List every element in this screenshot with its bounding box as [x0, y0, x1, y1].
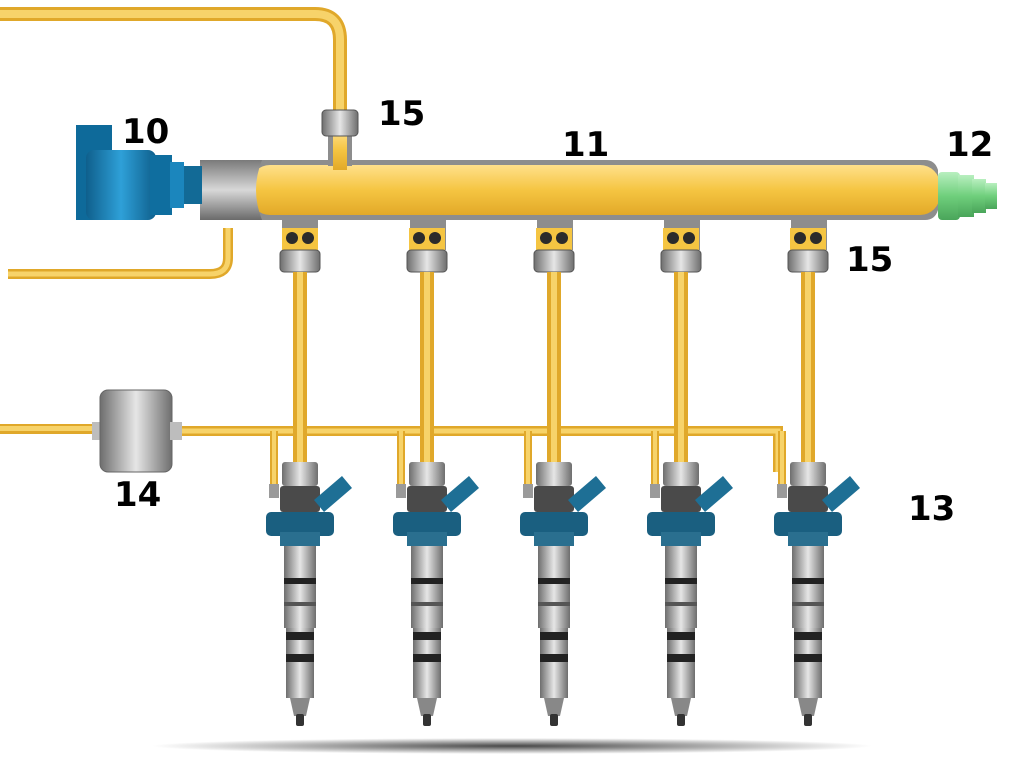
- seal-ring: [429, 232, 441, 244]
- injector-clamp: [520, 512, 588, 536]
- callout-12: 12: [946, 125, 993, 165]
- seal-ring: [794, 232, 806, 244]
- callout-11: 11: [562, 125, 609, 165]
- seal-ring: [413, 232, 425, 244]
- seal-ring: [667, 232, 679, 244]
- injector-clamp: [774, 512, 842, 536]
- ground-shadow: [152, 738, 872, 754]
- callout-15-right: 15: [846, 240, 893, 280]
- injector-connector: [822, 476, 860, 512]
- outlet-fitting: [406, 249, 448, 273]
- seal-ring: [683, 232, 695, 244]
- callout-15-top: 15: [378, 94, 425, 134]
- supply-fitting: [321, 109, 359, 137]
- seal-ring: [810, 232, 822, 244]
- seal-ring: [286, 232, 298, 244]
- injector: [266, 228, 352, 726]
- injector-nozzle: [798, 698, 818, 716]
- injector-clamp: [393, 512, 461, 536]
- outlet-fitting: [660, 249, 702, 273]
- seal-ring: [302, 232, 314, 244]
- callout-13: 13: [908, 489, 955, 529]
- fuel-filter: [0, 389, 182, 473]
- injector-clamp: [266, 512, 334, 536]
- injector-nozzle: [290, 698, 310, 716]
- callout-10: 10: [122, 112, 169, 152]
- sensor-housing: [200, 160, 262, 220]
- injector: [520, 228, 606, 726]
- return-line: [8, 228, 233, 279]
- injector: [393, 228, 479, 726]
- outlet-fitting: [279, 249, 321, 273]
- pressure-sensor: [76, 125, 202, 220]
- injector-nozzle: [544, 698, 564, 716]
- outlet-fitting: [787, 249, 829, 273]
- supply-line: [0, 6, 347, 112]
- injector-connector: [568, 476, 606, 512]
- injector-group: [266, 228, 860, 726]
- injector-connector: [314, 476, 352, 512]
- injector-clamp: [647, 512, 715, 536]
- injector-connector: [695, 476, 733, 512]
- injector-nozzle: [671, 698, 691, 716]
- injector-nozzle: [417, 698, 437, 716]
- seal-ring: [556, 232, 568, 244]
- callout-14: 14: [114, 475, 161, 515]
- pressure-valve: [938, 172, 997, 220]
- seal-ring: [540, 232, 552, 244]
- injector: [647, 228, 733, 726]
- outlet-fitting: [533, 249, 575, 273]
- injector-connector: [441, 476, 479, 512]
- injector: [774, 228, 860, 726]
